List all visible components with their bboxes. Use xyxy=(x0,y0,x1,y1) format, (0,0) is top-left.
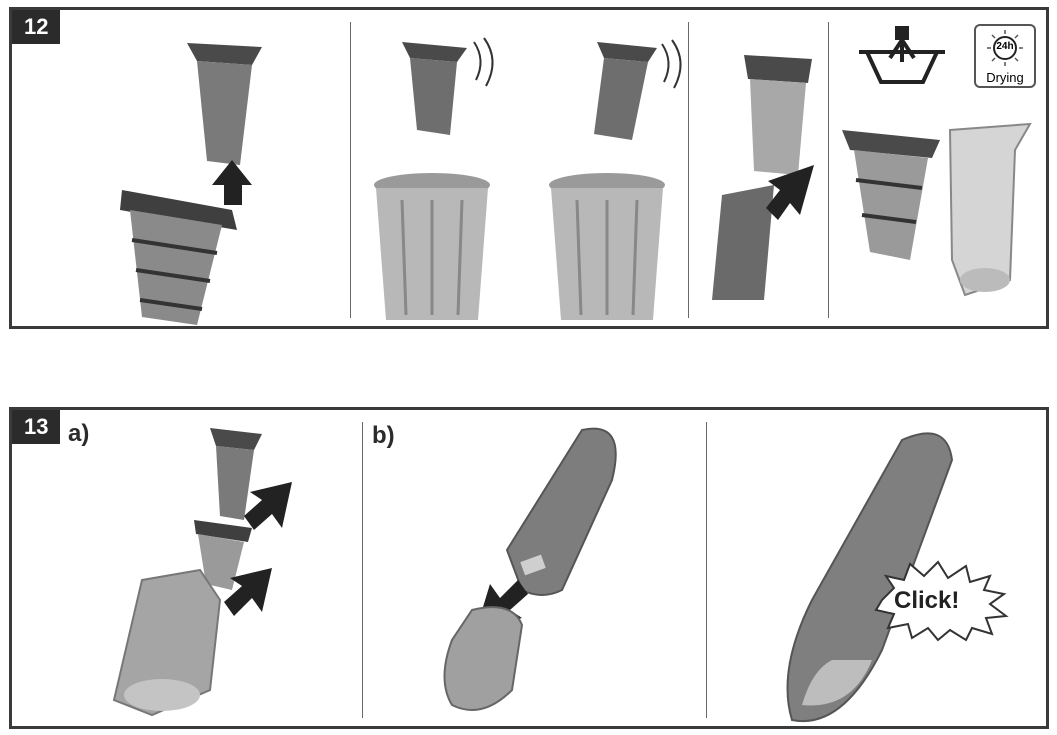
divider xyxy=(706,422,707,718)
inner-filter xyxy=(216,446,254,520)
substep-a-label: a) xyxy=(68,420,90,447)
fleece-filter xyxy=(712,185,774,300)
remove-fleece-illustration xyxy=(712,55,814,300)
sun-icon xyxy=(987,30,1023,66)
arrow-up-icon xyxy=(212,160,252,205)
click-label: Click! xyxy=(894,587,960,614)
substep-b-label: b) xyxy=(372,422,395,449)
dust-container xyxy=(112,568,222,717)
filter-cage-drying xyxy=(854,150,928,260)
assembled-vacuum xyxy=(786,432,954,723)
filter-frame xyxy=(750,79,806,175)
step-13-panel: 13 a) b) Click! xyxy=(9,407,1049,729)
filter-cage xyxy=(198,534,244,590)
divider xyxy=(350,22,351,318)
filter-tapping-left xyxy=(410,58,457,135)
filter-cage-rim xyxy=(120,190,237,230)
drying-label: Drying xyxy=(986,70,1024,85)
divider xyxy=(828,22,829,318)
click-burst-icon xyxy=(874,560,1009,642)
inner-filter-body xyxy=(197,61,252,165)
insert-filters-illustration xyxy=(112,428,292,717)
assembled-vacuum-illustration xyxy=(786,432,954,723)
divider xyxy=(688,22,689,318)
vacuum-handle xyxy=(505,427,617,596)
wash-bowl-icon xyxy=(859,26,945,84)
arrow-down-icon xyxy=(766,165,814,220)
divider xyxy=(362,422,363,718)
parts-drying-illustration xyxy=(842,122,1032,297)
dust-container xyxy=(443,606,524,711)
drying-hours: 24h xyxy=(996,41,1014,52)
inner-filter-cap xyxy=(187,43,262,65)
attach-container-illustration xyxy=(443,427,617,711)
filter-separation-illustration xyxy=(120,43,262,325)
filter-tapping-right xyxy=(594,58,648,140)
shake-icon xyxy=(661,39,682,89)
shake-icon xyxy=(473,37,494,87)
filter-cage-body xyxy=(130,210,222,325)
drying-badge: 24h Drying xyxy=(974,24,1036,88)
step-number-12: 12 xyxy=(12,10,61,44)
arrow-down-icon xyxy=(224,568,272,616)
step-number-13: 13 xyxy=(12,410,61,444)
empty-dust-illustration xyxy=(374,37,682,320)
step-12-panel: 12 xyxy=(9,7,1049,329)
arrow-down-icon xyxy=(244,482,292,530)
